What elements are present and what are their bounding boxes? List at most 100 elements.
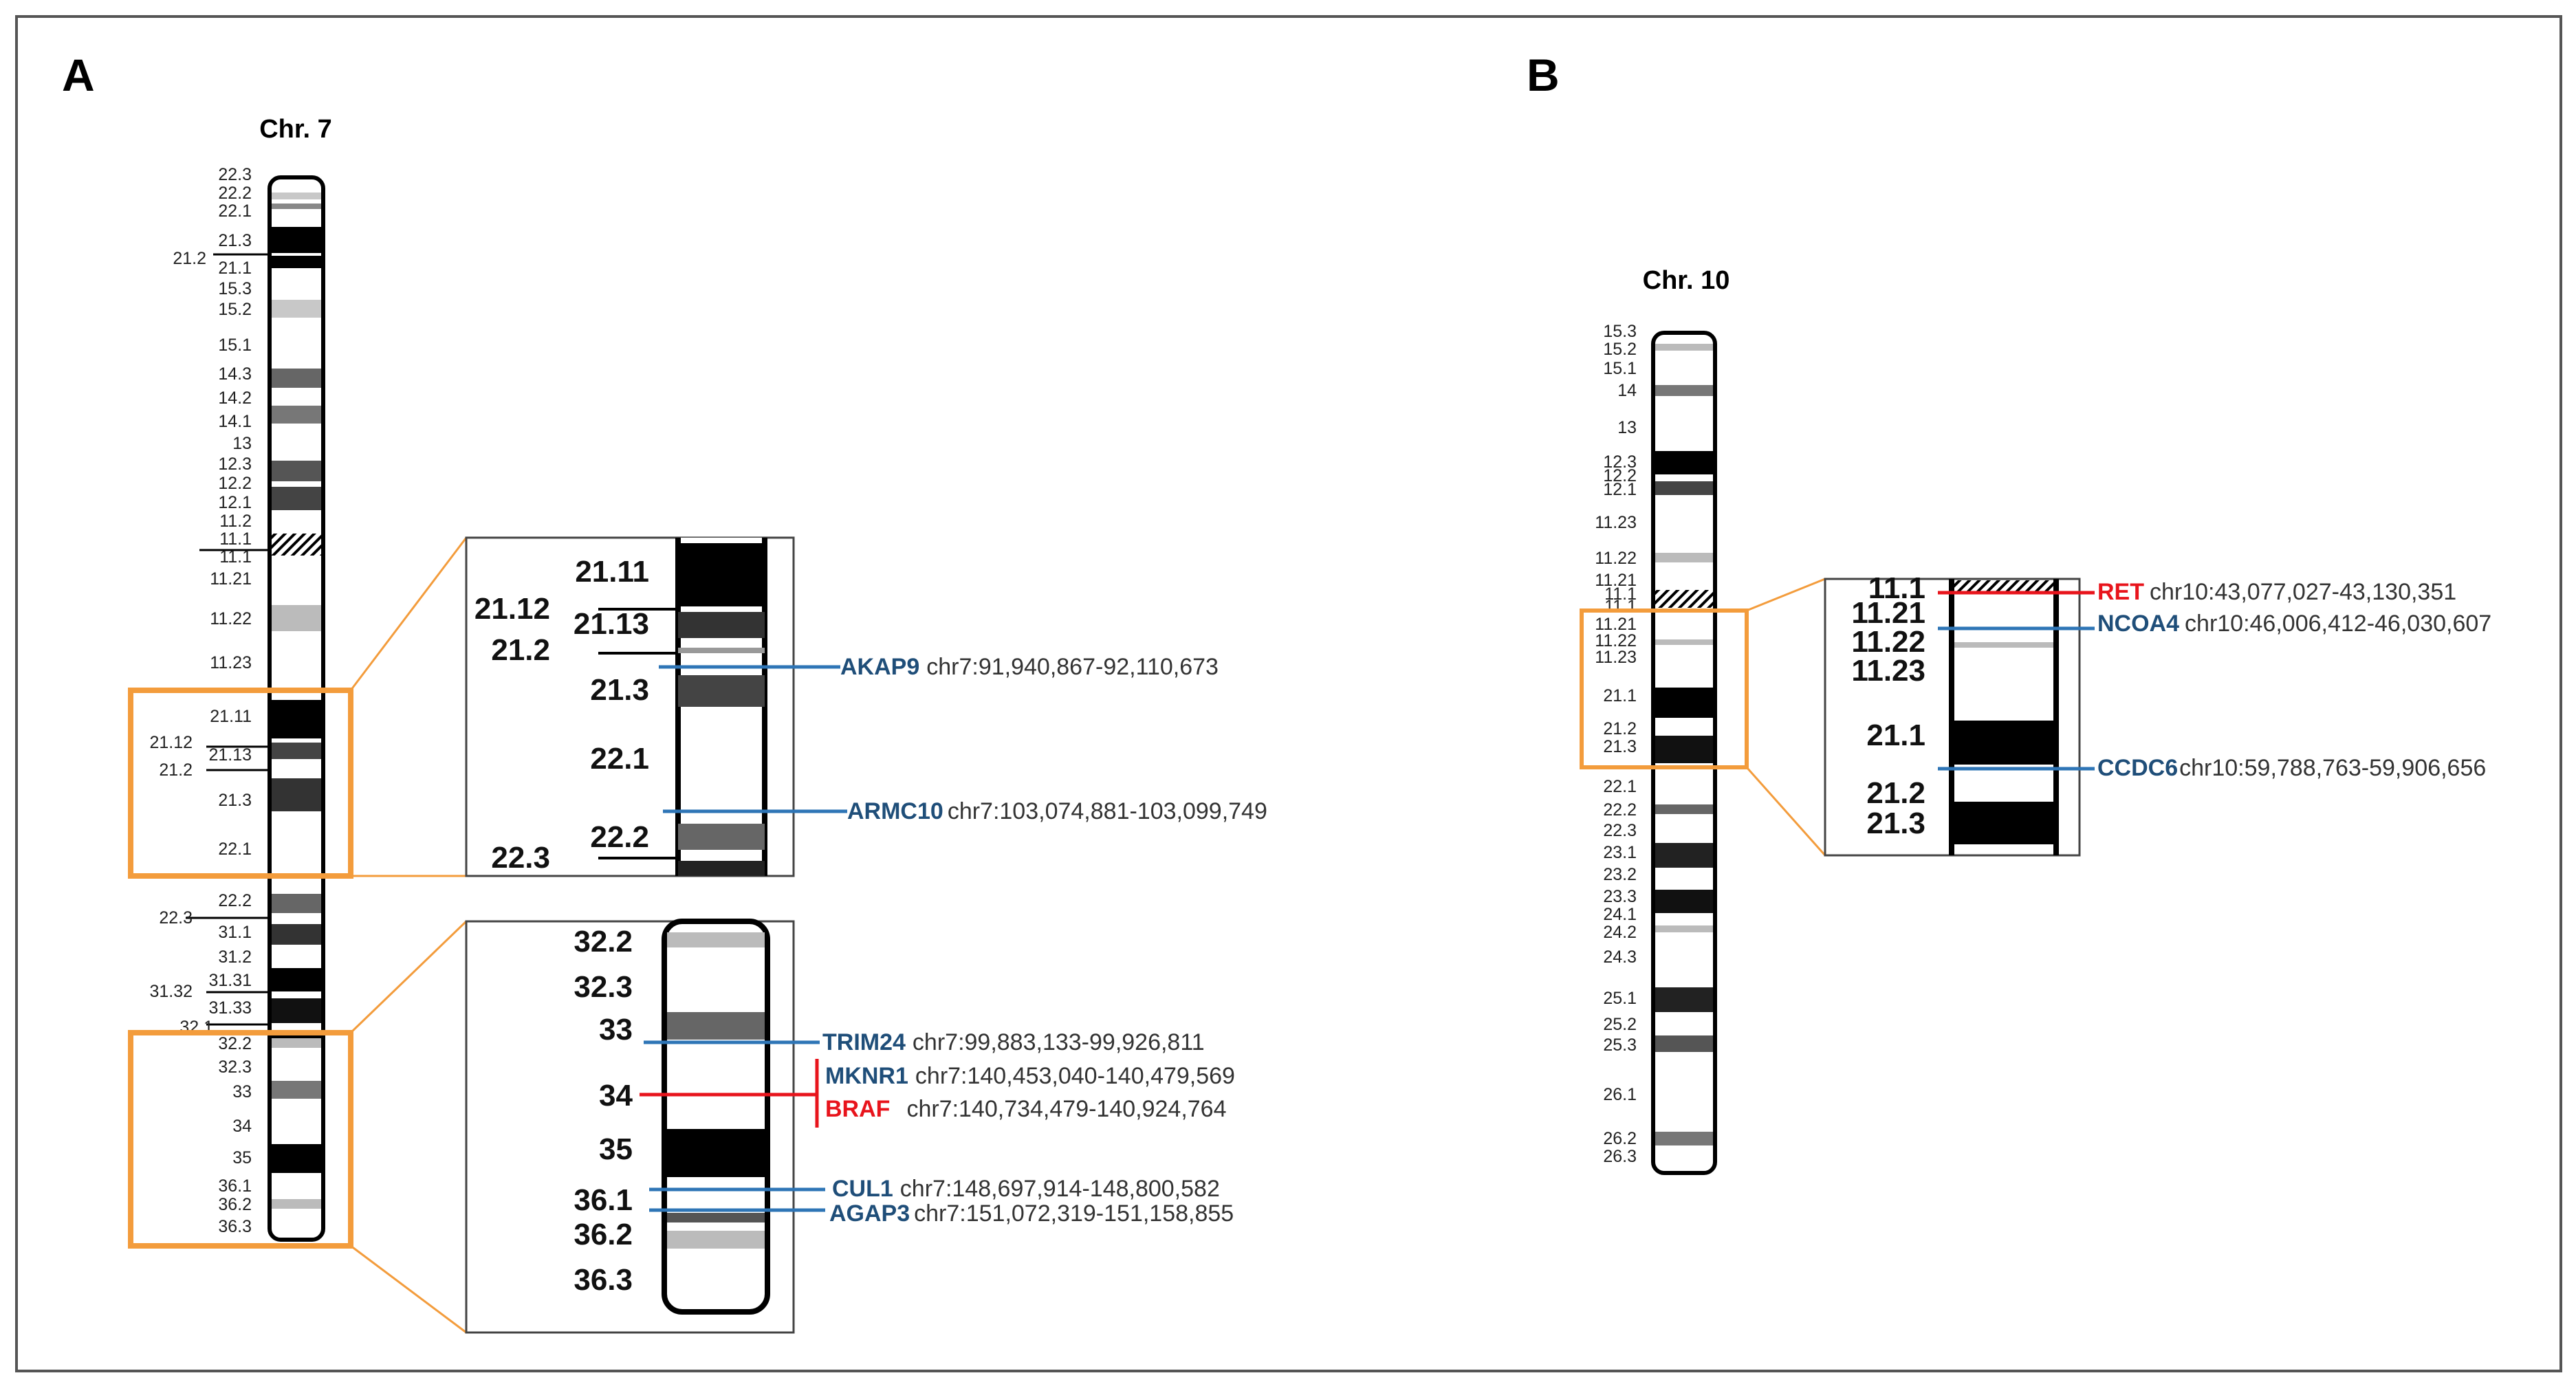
band-label: 21.2 <box>1603 719 1637 738</box>
band-label: 11.1 <box>219 529 252 549</box>
band-label: 21.13 <box>208 745 252 765</box>
band-label: 21.12 <box>149 733 193 752</box>
band-label: 11.23 <box>210 653 252 672</box>
band-label: 15.3 <box>1603 322 1637 341</box>
band-label: 26.1 <box>1603 1085 1637 1104</box>
zoom1-band-label: 21.11 <box>575 555 649 589</box>
band-label: 12.2 <box>1603 466 1637 485</box>
band-label: 21.11 <box>210 707 252 726</box>
band-label: 11.21 <box>210 569 252 589</box>
band-label: 22.2 <box>218 184 252 203</box>
band-label: 22.1 <box>1603 777 1637 796</box>
band-label: 36.1 <box>218 1176 252 1196</box>
band-label: 31.32 <box>149 982 193 1001</box>
band-label: 24.2 <box>1603 923 1637 942</box>
zoom-chr10-band-label: 11.21 <box>1851 596 1925 630</box>
band-label: 22.2 <box>1603 800 1637 820</box>
highlight-box-chr10 <box>1580 608 1749 769</box>
chr7-title: Chr. 7 <box>259 115 332 144</box>
zoom-chr10-band-label: 21.2 <box>1866 776 1925 810</box>
band-label: 33 <box>232 1082 252 1101</box>
zoom1-band-label: 21.12 <box>474 592 550 626</box>
zoom2-band-label: 35 <box>599 1132 633 1166</box>
band-label: 32.3 <box>218 1057 252 1077</box>
zoom-chr10-band-label: 11.23 <box>1851 654 1925 688</box>
band-label: 21.2 <box>159 760 193 780</box>
band-label: 11.1 <box>219 547 252 567</box>
band-label: 22.3 <box>218 165 252 184</box>
band-label: 13 <box>1617 418 1637 437</box>
highlight-box-upper <box>128 688 353 879</box>
band-label: 11.2 <box>219 512 252 531</box>
band-label: 26.3 <box>1603 1147 1637 1166</box>
band-label: 21.3 <box>218 231 252 250</box>
band-label: 21.3 <box>218 791 252 810</box>
chr10-ideogram <box>1651 331 1717 1175</box>
zoom-chr10-band-label: 11.1 <box>1868 571 1925 605</box>
band-label: 11.22 <box>1595 631 1637 650</box>
band-label: 11.21 <box>1595 615 1637 634</box>
chr7-band-labels: 22.3 22.2 22.1 21.3 21.2 21.1 15.3 15.2 … <box>149 165 252 1236</box>
panel-a: A Chr. 7 <box>62 50 1267 1334</box>
band-label: 36.2 <box>218 1195 252 1214</box>
band-label: 14.3 <box>218 364 252 384</box>
band-label: 11.1 <box>1604 584 1637 604</box>
zoom1-band-label: 21.3 <box>590 673 649 707</box>
chr7-ideogram <box>186 175 325 1242</box>
panel-b: B Chr. 10 15.3 15.2 15.1 14 <box>1527 50 2491 1175</box>
band-label: 13 <box>232 434 252 453</box>
chr10-band-labels: 15.3 15.2 15.1 14 13 12.3 12.2 12.1 11.2… <box>1595 322 1637 1166</box>
zoom2-band-label: 34 <box>599 1079 633 1112</box>
band-label: 14.2 <box>218 388 252 408</box>
band-label: 24.3 <box>1603 947 1637 967</box>
zoom-chr10-band-label: 21.3 <box>1866 807 1925 840</box>
band-label: 22.3 <box>159 908 193 928</box>
band-label: 31.2 <box>218 947 252 967</box>
band-label: 11.23 <box>1595 648 1637 667</box>
band-label: 15.2 <box>218 300 252 319</box>
figure-border <box>15 15 2562 1372</box>
band-label: 25.3 <box>1603 1035 1637 1055</box>
band-label: 35 <box>232 1148 252 1167</box>
zoom-box-2: 32.2 32.3 33 34 35 36.1 36.2 36.3 <box>465 919 795 1334</box>
band-label: 26.2 <box>1603 1129 1637 1148</box>
panel-b-letter: B <box>1527 50 1560 100</box>
band-label: 25.2 <box>1603 1015 1637 1034</box>
zoom-box-chr10: 11.1 11.21 11.22 11.23 21.1 21.2 21.3 <box>1824 571 2081 857</box>
panel-a-letter: A <box>62 50 95 100</box>
band-label: 24.1 <box>1603 905 1637 924</box>
band-label: 14 <box>1617 381 1637 400</box>
band-label: 21.1 <box>218 259 252 278</box>
band-label: 15.1 <box>218 336 252 355</box>
band-label: 23.3 <box>1603 887 1637 906</box>
band-label: 25.1 <box>1603 989 1637 1008</box>
zoom2-band-label: 32.3 <box>574 970 633 1004</box>
band-label: 21.3 <box>1603 737 1637 756</box>
band-label: 11.1 <box>1604 597 1637 616</box>
band-label: 11.22 <box>210 609 252 628</box>
band-label: 11.22 <box>1595 549 1637 568</box>
zoom2-band-label: 33 <box>599 1013 633 1046</box>
band-label: 14.1 <box>218 412 252 431</box>
band-label: 31.1 <box>218 923 252 942</box>
band-label: 15.3 <box>218 279 252 298</box>
band-label: 11.21 <box>1595 571 1637 590</box>
band-label: 23.2 <box>1603 865 1637 884</box>
zoom-chr10-band-label: 11.22 <box>1851 625 1925 659</box>
zoom1-band-label: 22.3 <box>491 841 550 875</box>
zoom2-band-label: 36.2 <box>574 1218 633 1251</box>
chr10-title: Chr. 10 <box>1643 266 1730 295</box>
highlight-box-lower <box>128 1030 353 1249</box>
zoom2-band-label: 32.2 <box>574 925 633 958</box>
band-label: 12.1 <box>1603 480 1637 499</box>
zoom2-band-label: 36.1 <box>574 1183 633 1217</box>
band-label: 12.1 <box>218 493 252 512</box>
